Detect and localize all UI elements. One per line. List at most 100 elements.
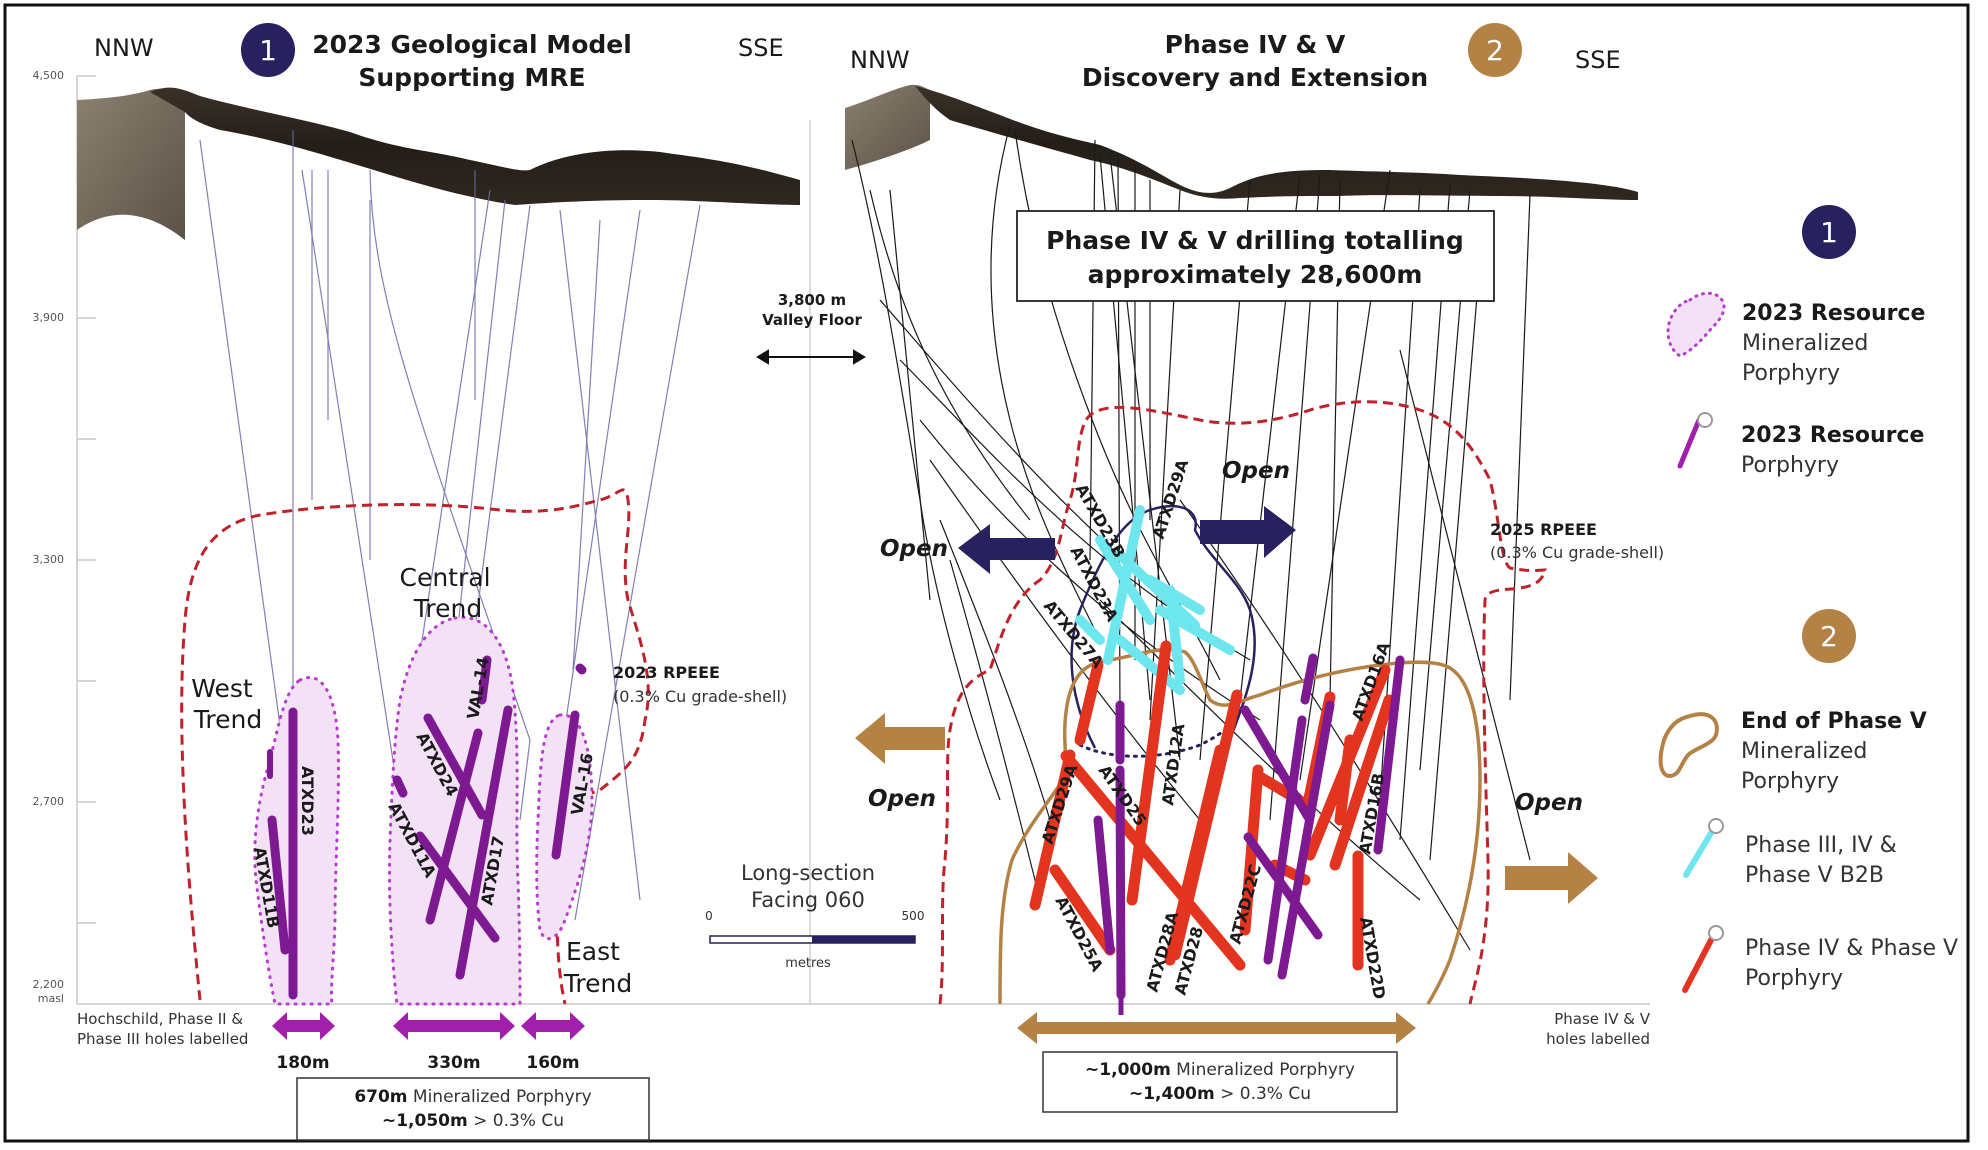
open-arrow-left-bronze (855, 713, 945, 764)
open-label-lower-left: Open (868, 786, 936, 812)
scale-min-label: 0 (705, 909, 713, 923)
scale-bar-filled (812, 936, 915, 943)
badge-2-circle (1468, 23, 1522, 77)
legend: 1 2023 Resource Mineralized Porphyry 202… (1658, 205, 1958, 993)
hole-label-atxd12a: ATXD12A (1158, 722, 1188, 807)
legend-item3-title: End of Phase V (1741, 709, 1927, 734)
hole-label-atxd29a-upper: ATXD29A (1149, 456, 1193, 541)
terrain-surface-right (915, 86, 1638, 200)
left-summary-box (296, 1077, 650, 1141)
y-tick-3300: 3,300 (33, 553, 65, 566)
legend-item5-line2: Porphyry (1745, 966, 1843, 991)
left-summary-line2: ~1,050m > 0.3% Cu (382, 1111, 564, 1131)
open-arrow-right-bronze (1505, 852, 1598, 904)
open-label-top-right: Open (1222, 458, 1290, 484)
y-tick-2200: 2,200 (33, 978, 65, 991)
right-title-line1: Phase IV & V (1165, 30, 1346, 59)
scale-max-label: 500 (902, 909, 925, 923)
legend-resource-porphyry-icon (1677, 417, 1702, 469)
left-title-line2: Supporting MRE (358, 63, 585, 92)
legend-collar-icon (1697, 412, 1713, 428)
left-holes-note-1: Hochschild, Phase II & (77, 1010, 243, 1028)
width-arrow-east (521, 1012, 585, 1040)
resource-2023-intercepts-right (1093, 653, 1405, 1000)
open-arrow-left-navy (958, 524, 1055, 574)
rpeee-2023-shell (180, 488, 650, 1005)
legend-item4-line1: Phase III, IV & (1745, 833, 1897, 858)
drilling-total-line1: Phase IV & V drilling totalling (1046, 226, 1464, 255)
width-arrows-left (272, 1012, 585, 1040)
rpeee-2025-shell (938, 400, 1547, 1005)
y-tick-3900: 3,900 (33, 311, 65, 324)
width-arrow-central (393, 1012, 515, 1040)
central-trend-label-2: Trend (413, 594, 482, 623)
width-arrow-phase-v (1017, 1012, 1416, 1044)
y-axis-unit: masl (38, 992, 64, 1005)
legend-phase-v-zone-icon (1658, 712, 1719, 779)
width-arrow-west (272, 1012, 335, 1040)
left-title-line1: 2023 Geological Model (312, 30, 632, 59)
right-summary-line2: ~1,400m > 0.3% Cu (1129, 1084, 1311, 1104)
width-label-east: 160m (526, 1053, 579, 1073)
valley-floor-label: Valley Floor (762, 311, 862, 329)
end-phase-v-zone (998, 647, 1482, 1005)
east-trend-label-1: East (566, 937, 620, 966)
direction-sse-left: SSE (738, 34, 784, 62)
central-trend-label-1: Central (399, 563, 490, 592)
facing-label: Facing 060 (751, 888, 865, 912)
legend-badge-2-label: 2 (1820, 620, 1838, 653)
legend-item3-line2: Mineralized (1741, 739, 1867, 764)
legend-item2-line2: Porphyry (1741, 453, 1839, 478)
legend-item2-title: 2023 Resource (1741, 423, 1924, 448)
y-tick-4500: 4,500 (33, 69, 65, 82)
right-panel: NNW SSE Phase IV & V Discovery and Exten… (845, 23, 1664, 1113)
direction-sse-right: SSE (1575, 46, 1621, 74)
legend-item4-line2: Phase V B2B (1745, 863, 1884, 888)
legend-badge-1-circle (1802, 205, 1856, 259)
east-trend-label-2: Trend (563, 969, 632, 998)
open-label-left: Open (880, 536, 948, 562)
badge-1-label: 1 (259, 34, 277, 67)
terrain-light-face-left (77, 88, 185, 240)
rpeee-2023-subtitle: (0.3% Cu grade-shell) (613, 687, 787, 706)
left-summary-line1: 670m Mineralized Porphyry (354, 1087, 591, 1107)
legend-item1-line3: Porphyry (1742, 361, 1840, 386)
long-section-label: Long-section (741, 861, 875, 885)
legend-item5-line1: Phase IV & Phase V (1745, 936, 1958, 961)
rpeee-2025-subtitle: (0.3% Cu grade-shell) (1490, 543, 1664, 562)
legend-item1-title: 2023 Resource (1742, 301, 1925, 326)
direction-nnw-left: NNW (94, 34, 154, 62)
scale-unit-label: metres (785, 956, 831, 971)
drilling-total-line2: approximately 28,600m (1088, 260, 1423, 289)
legend-badge-1-label: 1 (1820, 216, 1838, 249)
right-holes-note-1: Phase IV & V (1554, 1010, 1650, 1028)
rpeee-2025-title: 2025 RPEEE (1490, 520, 1597, 539)
phase-iv-v-intercepts (1029, 640, 1395, 971)
open-label-lower-right: Open (1515, 790, 1583, 816)
direction-nnw-right: NNW (850, 46, 910, 74)
resource-2023-intercepts (267, 655, 587, 1000)
left-holes-note-2: Phase III holes labelled (77, 1030, 248, 1048)
valley-floor-elev: 3,800 m (778, 291, 846, 309)
width-label-central: 330m (427, 1053, 480, 1073)
valley-floor-double-arrow (756, 349, 866, 365)
right-summary-box (1042, 1051, 1398, 1113)
b2b-intercepts (1075, 505, 1235, 695)
hole-label-atxd23: ATXD23 (298, 766, 317, 836)
legend-resource-zone-icon (1666, 291, 1726, 358)
right-title-line2: Discovery and Extension (1082, 63, 1428, 92)
legend-item3-line3: Porphyry (1741, 769, 1839, 794)
legend-phase-iv-v-intercept-icon (1682, 937, 1714, 993)
width-label-west: 180m (276, 1053, 329, 1073)
b2b-zone-outline (1070, 504, 1256, 749)
center-annotations: 3,800 m Valley Floor Long-section Facing… (705, 120, 924, 1004)
legend-b2b-intercept-icon (1683, 830, 1714, 878)
west-trend-label-2: Trend (193, 705, 262, 734)
figure-border (3, 3, 1970, 1143)
rpeee-2023-title: 2023 RPEEE (613, 663, 720, 682)
right-holes-note-2: holes labelled (1546, 1030, 1650, 1048)
terrain-light-face-right (845, 84, 930, 170)
terrain-surface-left (150, 87, 800, 205)
